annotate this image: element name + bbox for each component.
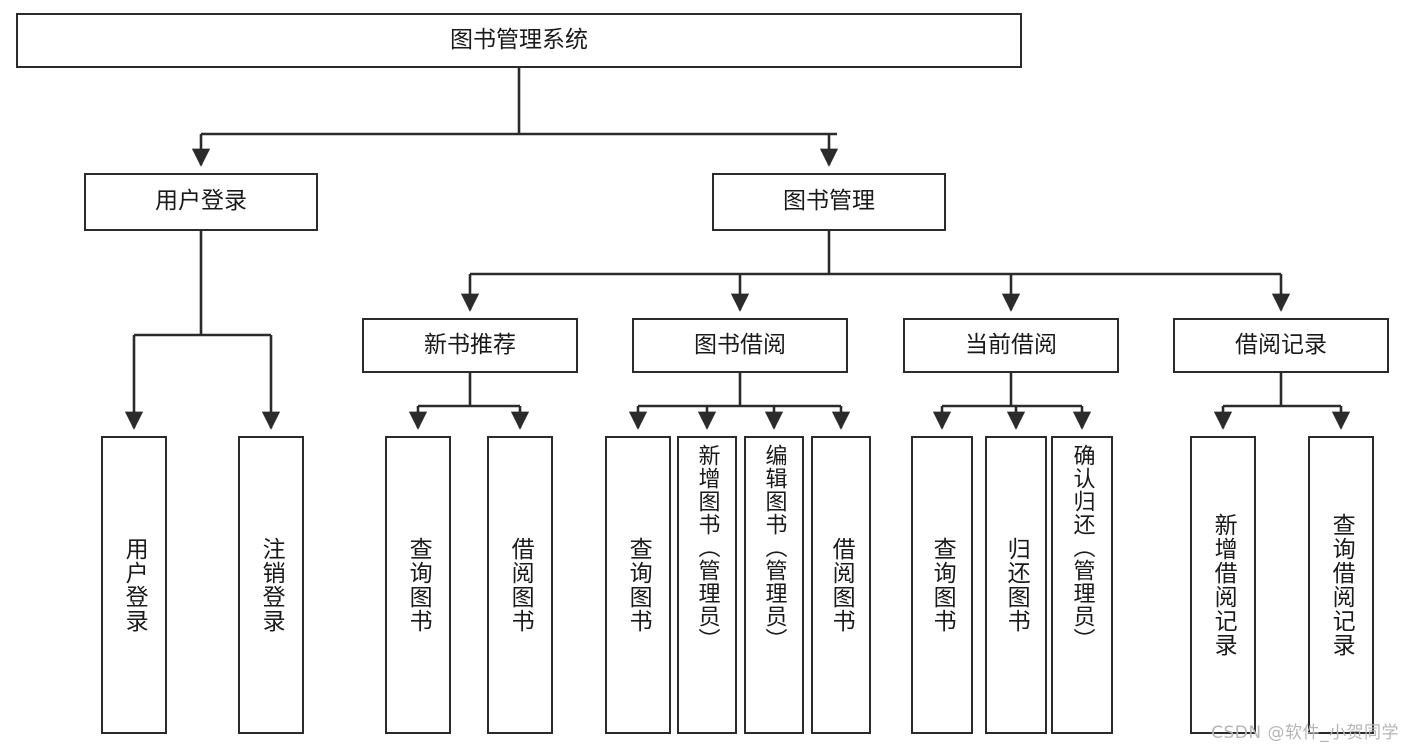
- node-leaf-borrow-book-1-label: 借阅图书: [507, 537, 534, 633]
- node-leaf-add-borrow-record-label: 新增借阅记录: [1210, 513, 1237, 657]
- node-leaf-query-borrow-record[interactable]: 查询借阅记录: [1308, 436, 1374, 734]
- node-leaf-query-book-2[interactable]: 查询图书: [605, 436, 671, 734]
- node-borrow-record-label: 借阅记录: [1235, 331, 1327, 358]
- csdn-watermark: CSDN @软件_小贺同学: [1211, 723, 1399, 743]
- node-user-login[interactable]: 用户登录: [84, 173, 318, 231]
- node-leaf-return-book[interactable]: 归还图书: [985, 436, 1047, 734]
- node-leaf-return-book-label: 归还图书: [1003, 537, 1030, 633]
- node-leaf-query-borrow-record-label: 查询借阅记录: [1328, 513, 1355, 657]
- node-leaf-edit-book[interactable]: 编辑图书（管理员）: [744, 436, 804, 734]
- node-new-book-recommend[interactable]: 新书推荐: [362, 318, 578, 373]
- node-leaf-query-book-3[interactable]: 查询图书: [911, 436, 973, 734]
- node-leaf-borrow-book-2[interactable]: 借阅图书: [811, 436, 871, 734]
- node-user-login-label: 用户登录: [155, 188, 247, 215]
- node-current-borrow[interactable]: 当前借阅: [903, 318, 1119, 373]
- node-root-label: 图书管理系统: [450, 26, 588, 53]
- node-leaf-logout-label: 注销登录: [258, 537, 285, 633]
- node-leaf-logout[interactable]: 注销登录: [238, 436, 304, 734]
- node-leaf-query-book-2-label: 查询图书: [625, 537, 652, 633]
- node-borrow-record[interactable]: 借阅记录: [1173, 318, 1389, 373]
- node-current-borrow-label: 当前借阅: [965, 331, 1057, 358]
- node-leaf-user-login-label: 用户登录: [121, 537, 148, 633]
- node-leaf-add-book-label: 新增图书（管理员）: [694, 444, 720, 651]
- node-leaf-borrow-book-2-label: 借阅图书: [828, 537, 855, 633]
- node-book-manage[interactable]: 图书管理: [712, 173, 946, 231]
- node-leaf-add-borrow-record[interactable]: 新增借阅记录: [1190, 436, 1256, 734]
- node-new-book-recommend-label: 新书推荐: [424, 331, 516, 358]
- node-book-borrow-label: 图书借阅: [694, 331, 786, 358]
- node-leaf-add-book[interactable]: 新增图书（管理员）: [677, 436, 737, 734]
- node-leaf-confirm-return[interactable]: 确认归还（管理员）: [1051, 436, 1113, 734]
- node-leaf-user-login[interactable]: 用户登录: [101, 436, 167, 734]
- node-leaf-query-book-1[interactable]: 查询图书: [385, 436, 451, 734]
- node-book-borrow[interactable]: 图书借阅: [632, 318, 848, 373]
- node-leaf-query-book-3-label: 查询图书: [929, 537, 956, 633]
- node-leaf-edit-book-label: 编辑图书（管理员）: [761, 444, 787, 651]
- node-leaf-query-book-1-label: 查询图书: [405, 537, 432, 633]
- node-root[interactable]: 图书管理系统: [16, 13, 1022, 68]
- node-book-manage-label: 图书管理: [783, 188, 875, 215]
- node-leaf-borrow-book-1[interactable]: 借阅图书: [487, 436, 553, 734]
- node-leaf-confirm-return-label: 确认归还（管理员）: [1069, 444, 1095, 651]
